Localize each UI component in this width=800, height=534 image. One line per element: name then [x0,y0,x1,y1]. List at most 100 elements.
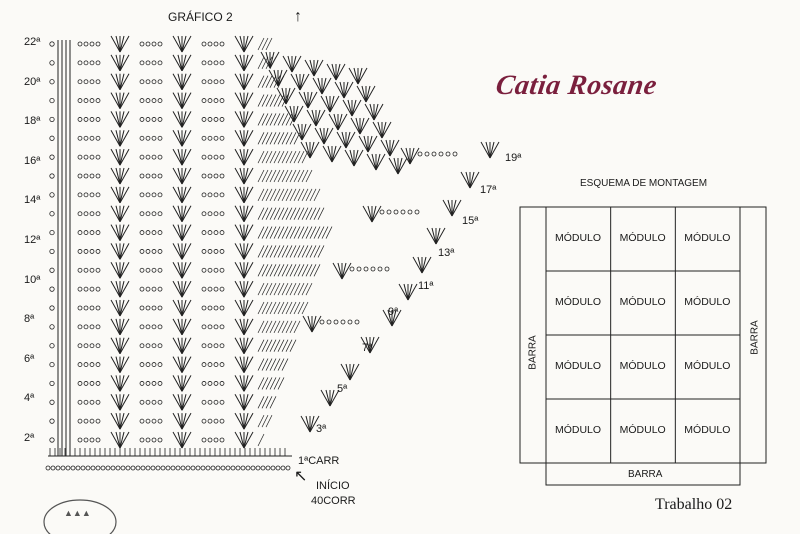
shell-stitch [110,280,130,298]
hatch-stitch [285,301,293,315]
shell-stitch [110,243,130,260]
hatch-stitch [261,169,269,183]
hatch-stitch [313,226,321,239]
hatch-stitch [269,207,277,220]
chain-stitch [356,266,362,272]
chain-stitch [201,437,207,443]
hatch-stitch [281,358,289,371]
hatch-stitch [301,301,309,315]
chain-stitch [83,135,89,141]
chain-stitch [213,230,219,235]
chain-stitch [139,230,145,235]
hatch-stitch [277,188,285,202]
hatch-stitch [313,207,321,220]
chain-stitch [219,192,225,198]
chain-stitch [333,319,339,325]
hatch-stitch [273,113,281,126]
chain-stitch [139,381,145,386]
chain-stitch [77,41,83,47]
bar-label-bottom: BARRA [628,469,663,480]
shell-stitch [234,130,254,147]
chain-stitch [213,60,219,66]
chain-stitch [417,151,423,157]
hatch-stitch [297,226,305,239]
chain-stitch [89,154,95,160]
hatch-stitch [305,188,313,202]
module-cell: MÓDULO [619,232,666,244]
chain-stitch [207,135,213,141]
shell-stitch [234,186,254,204]
shell-stitch [426,227,446,245]
round-label: 3ª [316,423,327,435]
edge-loop [49,248,55,255]
chain-stitch [89,399,95,405]
chain-stitch [145,465,151,471]
chain-stitch [201,79,207,85]
chain-stitch [55,465,61,471]
chain-stitch [157,117,163,122]
hatch-stitch [261,132,269,145]
row-label: 2ª [24,432,35,444]
chain-stitch [151,211,157,217]
hatch-stitch [309,264,317,277]
chain-stitch [219,305,225,311]
edge-loop [49,418,55,424]
chain-stitch [89,211,95,217]
chain-stitch [207,286,213,292]
hatch-stitch [265,282,273,296]
hatch-stitch [277,207,285,220]
hatch-stitch [261,245,269,258]
shell-stitch [110,148,130,166]
chain-stitch [407,209,413,215]
chain-stitch [207,267,213,273]
hatch-stitch [289,169,297,183]
chain-stitch [83,343,89,349]
shell-stitch [268,69,288,87]
shell-stitch [314,127,334,145]
shell-stitch [334,81,354,99]
chain-stitch [77,437,83,443]
shell-stitch [172,262,192,279]
module-cell: MÓDULO [684,424,731,436]
shell-stitch [234,54,254,72]
chain-stitch [219,98,225,103]
chain-stitch [135,465,141,471]
shell-stitch [234,375,254,392]
shell-stitch [110,186,130,204]
chain-stitch [77,60,83,66]
hatch-stitch [273,377,281,390]
chain-stitch [207,362,213,367]
hatch-stitch [261,414,269,428]
chain-stitch [157,286,163,292]
hatch-stitch [305,226,313,239]
hatch-stitch [301,264,309,277]
hatch-stitch [277,264,285,277]
hatch-stitch [261,75,269,88]
hatch-stitch [305,282,313,296]
hatch-stitch [265,245,273,258]
chain-stitch [83,249,89,254]
hatch-stitch [273,226,281,239]
crochet-diagram [45,35,767,486]
hatch-stitch [281,169,289,183]
chain-stitch [219,154,225,160]
chain-stitch [151,173,157,179]
shell-stitch [110,130,130,147]
hatch-stitch [261,150,269,164]
chain-stitch [201,305,207,311]
chain-stitch [213,211,219,217]
hatch-stitch [273,320,281,334]
hatch-stitch [285,226,293,239]
chain-stitch [213,267,219,273]
shell-stitch [304,59,324,77]
hatch-stitch [285,264,293,277]
hatch-stitch [257,339,265,352]
chain-stitch [379,209,385,215]
hatch-stitch [289,264,297,277]
hatch-stitch [277,150,285,164]
chain-stitch [207,154,213,160]
chain-stitch [89,267,95,273]
hatch-stitch [269,282,277,296]
hatch-stitch [269,226,277,239]
shell-stitch [110,73,130,90]
